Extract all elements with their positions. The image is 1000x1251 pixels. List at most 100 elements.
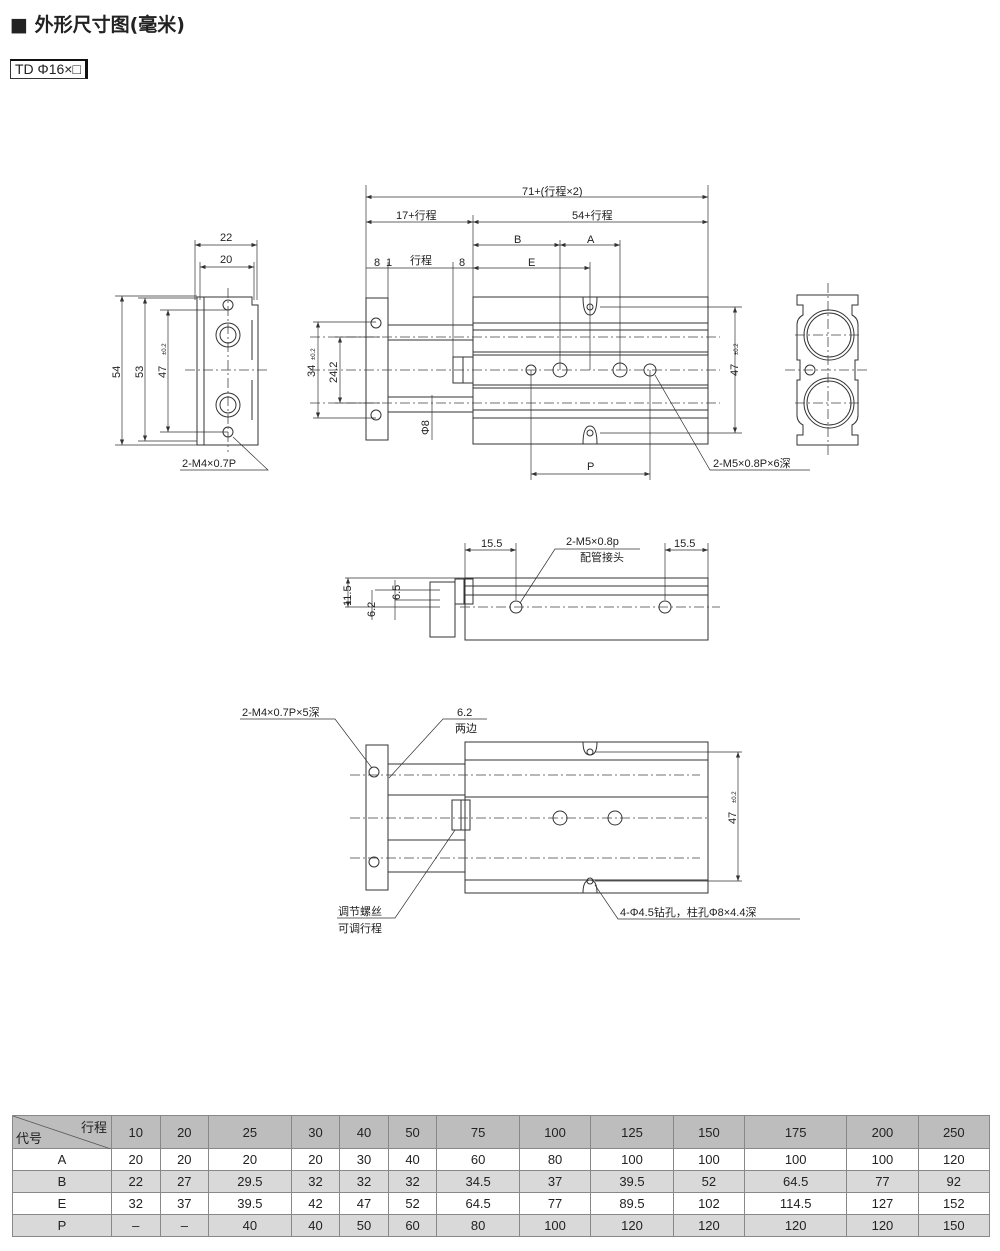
tol: ±0.2 [732,791,738,803]
table-cell: 27 [159,1170,210,1193]
corner-code: 代号 [16,1131,43,1146]
table-cell: 40 [290,1214,341,1237]
table-cell: 100 [518,1214,592,1237]
dimension-drawing: 22 20 54 53 47 ±0.2 2-M4×0.7P 71+(行程×2) … [111,185,868,935]
table-cell: 47 [339,1192,389,1215]
thread-label: 2-M5×0.8P×6深 [713,457,791,470]
stroke-header: 125 [590,1115,674,1149]
table-cell: 120 [744,1214,848,1237]
top-view: 15.5 15.5 2-M5×0.8p 配管接头 11.5 6.2 6.5 [342,536,720,641]
table-cell: 39.5 [208,1192,292,1215]
dim-22: 22 [220,232,232,244]
table-cell: 32 [387,1170,438,1193]
model-label: TD Φ16×□ [10,59,88,79]
page-title: ■ 外形尺寸图(毫米) [10,14,185,36]
holes-label: 4-Φ4.5钻孔，柱孔Φ8×4.4深 [620,905,756,919]
dim-8a: 8 [374,257,380,269]
dim-b: B [514,234,521,246]
tol: ±0.2 [162,343,168,355]
dim-11-5: 11.5 [342,585,354,606]
dim-1: 1 [386,257,392,269]
dim-54: 54 [111,366,123,378]
table-cell: 77 [846,1170,919,1193]
table-cell: 40 [387,1148,438,1171]
dim-left: 17+行程 [396,209,437,222]
stroke-header: 175 [744,1115,848,1149]
dim-stroke: 行程 [410,254,432,267]
tol: ±0.2 [311,348,317,360]
table-cell: 152 [917,1192,991,1215]
stroke-header: 75 [436,1115,520,1149]
corner-stroke: 行程 [80,1120,107,1135]
table-cell: 34.5 [436,1170,520,1193]
table-cell: 52 [672,1170,746,1193]
table-cell: 89.5 [590,1192,674,1215]
stroke-header: 30 [290,1115,341,1149]
stroke-header: 250 [917,1115,991,1149]
dim-20: 20 [220,254,232,266]
table-cell: 60 [387,1214,438,1237]
stroke-header: 200 [846,1115,919,1149]
table-cell: 64.5 [744,1170,848,1193]
table-cell: 29.5 [208,1170,292,1193]
table-cell: 92 [917,1170,991,1193]
stroke-header: 40 [339,1115,389,1149]
dim-rod: Φ8 [420,420,432,435]
port-note: 配管接头 [580,550,624,564]
table-cell: 37 [159,1192,210,1215]
dim-53: 53 [134,366,146,378]
table-cell: 50 [339,1214,389,1237]
table-cell: 100 [744,1148,848,1171]
table-cell: 40 [208,1214,292,1237]
dim-6-5: 6.5 [391,585,403,600]
row-code: A [12,1148,112,1171]
table-cell: 114.5 [744,1192,848,1215]
table-cell: 30 [339,1148,389,1171]
screw-label: 调节螺丝 [338,905,382,918]
table-cell: – [111,1214,161,1237]
stroke-header: 100 [518,1115,592,1149]
dim-right: 54+行程 [572,209,613,222]
dim-a: A [587,234,595,246]
both-sides: 两边 [455,722,477,735]
dim-47: 47 [727,812,739,824]
table-cell: 20 [159,1148,210,1171]
table-cell: 42 [290,1192,341,1215]
dim-total: 71+(行程×2) [522,185,583,198]
stroke-header: 50 [387,1115,438,1149]
dim-15-5-right: 15.5 [674,538,695,550]
stroke-header: 10 [111,1115,161,1149]
dim-47: 47 [157,366,169,378]
tol: ±0.2 [734,343,740,355]
port-label: 2-M5×0.8p [566,536,619,548]
table-cell: 150 [917,1214,991,1237]
stroke-header: 150 [672,1115,746,1149]
table-cell: 100 [672,1148,746,1171]
dim-p: P [587,461,594,473]
side-view: 71+(行程×2) 17+行程 54+行程 8 1 行程 8 B A E 34 … [306,185,810,480]
table-cell: 52 [387,1192,438,1215]
table-cell: 32 [290,1170,341,1193]
table-cell: 120 [917,1148,991,1171]
thread-label: 2-M4×0.7P [182,458,236,470]
table-cell: 64.5 [436,1192,520,1215]
dim-34: 34 [306,365,318,377]
table-cell: 20 [208,1148,292,1171]
row-code: P [12,1214,112,1237]
screw-note: 可调行程 [338,922,382,935]
dim-6-2: 6.2 [366,602,378,617]
table-cell: 100 [590,1148,674,1171]
table-cell: 22 [111,1170,161,1193]
dim-6-2: 6.2 [457,707,472,719]
table-cell: 37 [518,1170,592,1193]
end-view: 22 20 54 53 47 ±0.2 2-M4×0.7P [111,232,269,471]
table-cell: – [159,1214,210,1237]
table-cell: 120 [846,1214,919,1237]
corner-cell: 行程 代号 [12,1115,112,1149]
table-cell: 20 [290,1148,341,1171]
table-cell: 77 [518,1192,592,1215]
